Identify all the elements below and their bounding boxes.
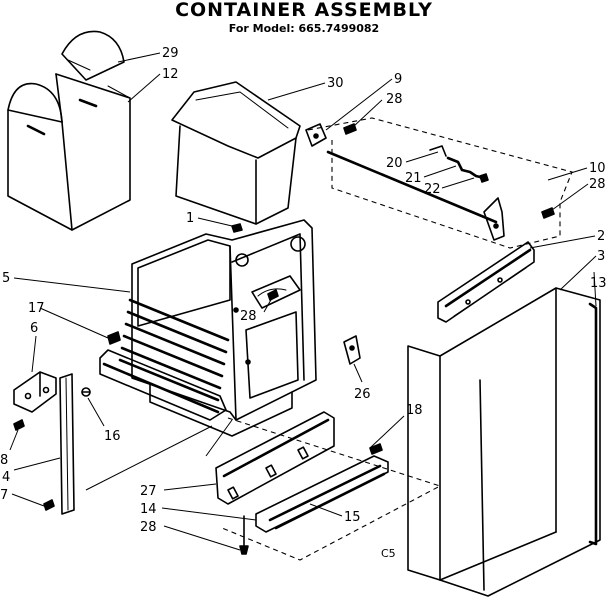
- rail-2: [437, 241, 535, 323]
- callout-7: 7: [0, 488, 8, 503]
- bag-12: [7, 73, 131, 231]
- rear-bracket-10: [305, 117, 573, 249]
- track-plate-27: [215, 411, 335, 505]
- callout-28-bottom: 28: [140, 520, 157, 535]
- latch-26: [343, 335, 361, 365]
- callout-26: 26: [354, 387, 371, 402]
- model-subtitle: For Model: 665.7499082: [228, 22, 380, 35]
- container-frame-5: [99, 219, 317, 437]
- callout-16: 16: [104, 429, 121, 444]
- callout-22: 22: [424, 182, 441, 197]
- callout-9: 9: [394, 72, 402, 87]
- screw-28-bottom: [239, 515, 249, 555]
- callout-18: 18: [406, 403, 423, 418]
- hinge-bracket-6: [13, 331, 121, 413]
- callout-4: 4: [2, 470, 10, 485]
- slide-rail-14: [221, 417, 442, 561]
- callout-30: 30: [327, 76, 344, 91]
- callout-3: 3: [597, 249, 605, 264]
- callout-20: 20: [386, 156, 403, 171]
- callout-21: 21: [405, 171, 422, 186]
- callout-12: 12: [162, 67, 179, 82]
- screw-28-inner: [267, 289, 279, 301]
- screw-28-upper: [343, 123, 357, 135]
- callout-8: 8: [0, 453, 8, 468]
- screw-28-right: [541, 207, 555, 219]
- spring-hardware-20-22: [429, 145, 489, 183]
- callout-17: 17: [28, 301, 45, 316]
- callout-15: 15: [344, 510, 361, 525]
- diagram-title: CONTAINER ASSEMBLY: [175, 0, 433, 21]
- callout-28-inner: 28: [240, 309, 257, 324]
- screw-8: [13, 419, 25, 431]
- callout-14: 14: [140, 502, 157, 517]
- callout-labels: 29 12 30 9 28 20 21 22 10 28 1 2 3 13 5 …: [0, 46, 607, 560]
- callout-2: 2: [597, 229, 605, 244]
- door-panel-3: [407, 287, 601, 597]
- screw-1: [231, 223, 243, 233]
- callout-6: 6: [30, 321, 38, 336]
- callout-13: 13: [590, 276, 607, 291]
- screw-16: [81, 387, 91, 397]
- drawing-code: C5: [381, 547, 396, 560]
- screw-7: [43, 499, 55, 511]
- callout-28-right: 28: [589, 177, 606, 192]
- container-bag-30: [171, 81, 301, 225]
- callout-10: 10: [589, 161, 606, 176]
- callout-5: 5: [2, 271, 10, 286]
- bag-top-29: [61, 30, 125, 81]
- leader-lines: [9, 52, 597, 551]
- strip-4: [59, 373, 75, 515]
- callout-29: 29: [162, 46, 179, 61]
- callout-27: 27: [140, 484, 157, 499]
- callout-28-upper: 28: [386, 92, 403, 107]
- callout-1: 1: [186, 211, 194, 226]
